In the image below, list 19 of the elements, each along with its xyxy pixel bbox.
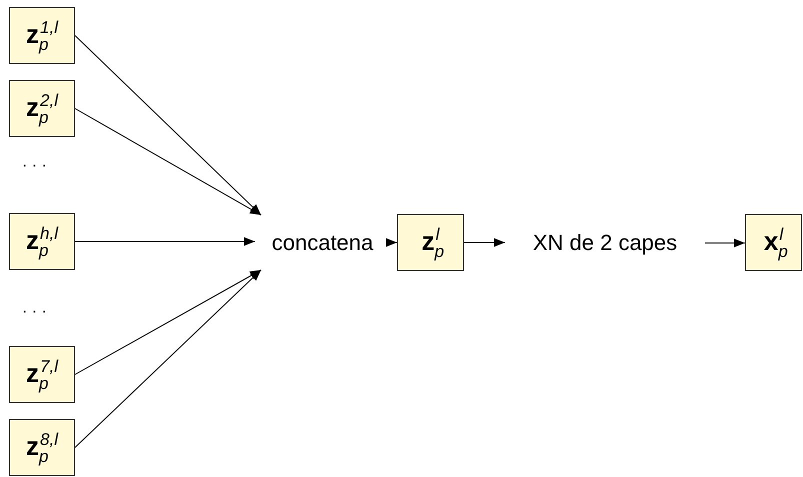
arrow [386, 238, 398, 247]
arrow [704, 238, 746, 248]
vector-box [745, 214, 802, 271]
ellipsis: · · · [22, 303, 47, 321]
arrow [74, 35, 262, 216]
vector-box [9, 419, 75, 476]
arrow [74, 237, 256, 246]
vector-box [9, 346, 75, 403]
arrow [464, 238, 506, 247]
arrow [74, 270, 262, 448]
operation-label: concatena [272, 232, 374, 254]
vector-box [397, 214, 464, 271]
vector-box [9, 7, 75, 64]
operation-label: XN de 2 capes [532, 232, 678, 254]
ellipsis: · · · [22, 157, 47, 175]
vector-box [9, 80, 75, 137]
vector-box [9, 213, 75, 270]
arrow [74, 270, 262, 375]
arrow [74, 108, 262, 216]
